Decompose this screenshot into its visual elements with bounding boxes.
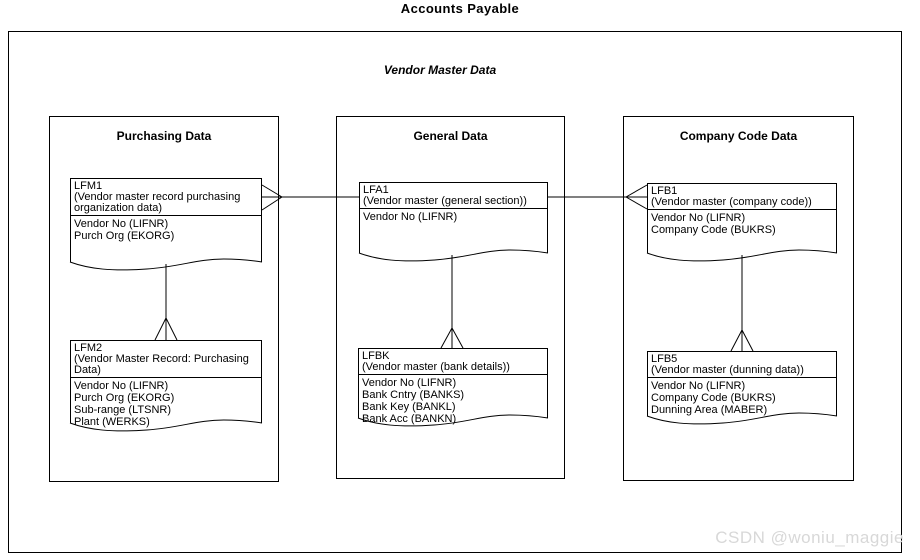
- field: Vendor No (LIFNR): [74, 380, 169, 392]
- field: Bank Cntry (BANKS): [362, 389, 465, 401]
- entity-fields: Vendor No (LIFNR) Company Code (BUKRS) D…: [648, 378, 836, 416]
- field: Vendor No (LIFNR): [651, 380, 746, 392]
- entity-header: LFBK (Vendor master (bank details)): [359, 349, 547, 375]
- entity-description: (Vendor master (company code)): [651, 196, 812, 208]
- watermark: CSDN @woniu_maggie: [715, 528, 904, 547]
- entity-lfbk: LFBK (Vendor master (bank details)) Vend…: [358, 348, 548, 418]
- entity-header: LFM2 (Vendor Master Record: Purchasing D…: [71, 341, 261, 378]
- field: Purch Org (EKORG): [74, 230, 175, 242]
- entity-header: LFB5 (Vendor master (dunning data)): [648, 352, 836, 378]
- field: Sub-range (LTSNR): [74, 404, 171, 416]
- entity-description: (Vendor master (bank details)): [362, 361, 510, 373]
- field: Vendor No (LIFNR): [363, 211, 458, 223]
- field: Bank Key (BANKL): [362, 401, 456, 413]
- entity-lfb5: LFB5 (Vendor master (dunning data)) Vend…: [647, 351, 837, 416]
- section-company-code-data: Company Code Data: [623, 116, 854, 481]
- entity-fields: Vendor No (LIFNR): [360, 209, 547, 223]
- field: Plant (WERKS): [74, 416, 150, 428]
- entity-description: (Vendor master (general section)): [363, 195, 527, 207]
- diagram-subtitle: Vendor Master Data: [383, 63, 497, 77]
- entity-name: LFA1: [363, 184, 389, 196]
- entity-fields: Vendor No (LIFNR) Purch Org (EKORG) Sub-…: [71, 378, 261, 428]
- section-title: Purchasing Data: [116, 129, 212, 143]
- entity-lfm2: LFM2 (Vendor Master Record: Purchasing D…: [70, 340, 262, 423]
- field: Purch Org (EKORG): [74, 392, 175, 404]
- entity-lfa1: LFA1 (Vendor master (general section)) V…: [359, 182, 548, 253]
- field: Dunning Area (MABER): [651, 404, 768, 416]
- entity-name: LFB5: [651, 353, 678, 365]
- field: Bank Acc (BANKN): [362, 413, 457, 425]
- entity-name: LFB1: [651, 185, 678, 197]
- entity-header: LFA1 (Vendor master (general section)): [360, 183, 547, 209]
- section-title: Company Code Data: [679, 129, 798, 143]
- entity-lfm1: LFM1 (Vendor master record purchasing or…: [70, 178, 262, 262]
- field: Company Code (BUKRS): [651, 224, 776, 236]
- entity-description: (Vendor Master Record: Purchasing Data): [74, 353, 249, 376]
- entity-name: LFBK: [362, 350, 390, 362]
- field: Vendor No (LIFNR): [362, 377, 457, 389]
- section-title: General Data: [413, 129, 488, 143]
- entity-name: LFM2: [74, 342, 103, 354]
- field: Vendor No (LIFNR): [651, 212, 746, 224]
- entity-fields: Vendor No (LIFNR) Company Code (BUKRS): [648, 210, 836, 236]
- entity-fields: Vendor No (LIFNR) Bank Cntry (BANKS) Ban…: [359, 375, 547, 425]
- field: Vendor No (LIFNR): [74, 218, 169, 230]
- entity-header: LFB1 (Vendor master (company code)): [648, 184, 836, 210]
- entity-description: (Vendor master record purchasing organiz…: [74, 191, 241, 214]
- field: Company Code (BUKRS): [651, 392, 776, 404]
- entity-name: LFM1: [74, 180, 103, 192]
- entity-description: (Vendor master (dunning data)): [651, 364, 804, 376]
- outer-frame: [8, 31, 902, 553]
- page-title: Accounts Payable: [400, 1, 520, 16]
- entity-lfb1: LFB1 (Vendor master (company code)) Vend…: [647, 183, 837, 253]
- entity-fields: Vendor No (LIFNR) Purch Org (EKORG): [71, 216, 261, 242]
- entity-header: LFM1 (Vendor master record purchasing or…: [71, 179, 261, 216]
